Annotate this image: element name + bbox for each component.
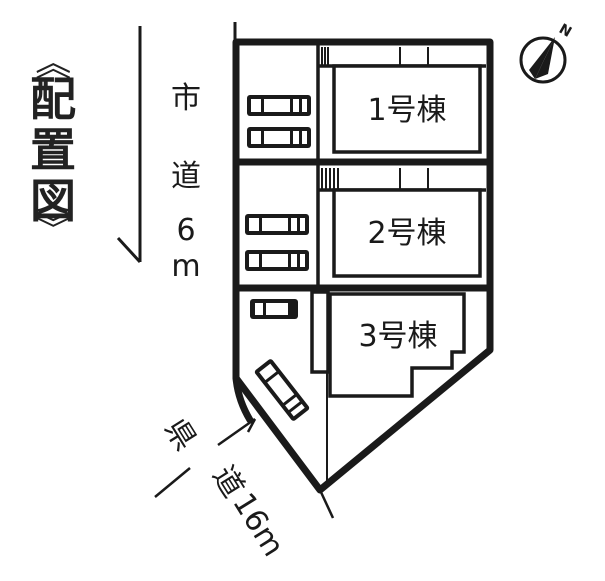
- title-char-3: 図: [30, 174, 76, 228]
- building-3-label: 3号棟: [358, 319, 437, 354]
- city-road-char-4: m: [171, 249, 200, 284]
- prefectural-road-label: 県 道 16m: [157, 413, 290, 563]
- pref-road-char-3: 16m: [225, 487, 290, 563]
- road-edge-line: [154, 467, 191, 498]
- compass-north-label: N: [556, 21, 574, 41]
- city-road-arrow-icon: [116, 26, 142, 264]
- lot-3: 3号棟: [250, 290, 466, 486]
- building-3: [328, 292, 466, 398]
- pref-road-char-1: 県: [157, 413, 203, 457]
- lot-1: 1号棟: [247, 44, 486, 160]
- title-char-1: 配: [30, 72, 76, 126]
- car-icon: [254, 359, 310, 421]
- car-icon: [247, 95, 311, 116]
- prefectural-road-pointer-icon: [217, 417, 257, 447]
- city-road-char-2: 道: [171, 159, 201, 194]
- plan-title: 《 配 置 図 》: [30, 44, 76, 246]
- building-1: [332, 64, 482, 154]
- car-icon: [245, 214, 309, 235]
- lot-2: 2号棟: [245, 164, 486, 286]
- building-2: [332, 188, 482, 278]
- car-icon: [245, 250, 309, 271]
- title-char-2: 置: [30, 123, 76, 177]
- city-road-char-3: 6: [176, 213, 195, 248]
- title-close-bracket: 》: [31, 210, 72, 246]
- north-arrow-icon: N: [519, 21, 574, 84]
- city-road-char-1: 市: [171, 81, 201, 116]
- building-2-label: 2号棟: [367, 216, 446, 251]
- title-open-bracket: 《: [31, 44, 72, 80]
- building-1-label: 1号棟: [367, 93, 446, 128]
- car-icon: [250, 299, 298, 319]
- car-icon: [247, 127, 311, 148]
- lot-boundary: [232, 22, 494, 494]
- city-road-label: 市 道 6 m: [171, 81, 201, 284]
